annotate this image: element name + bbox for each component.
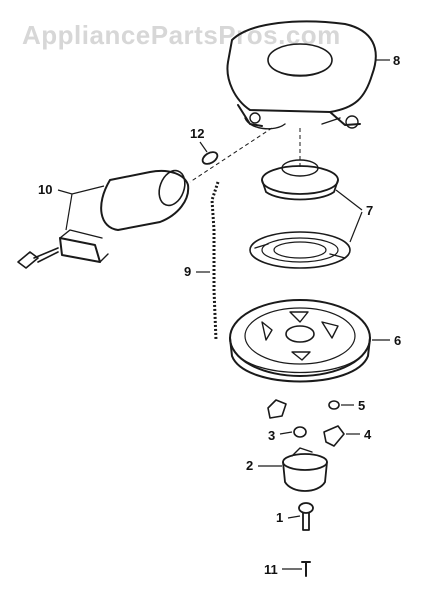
svg-text:10: 10	[38, 182, 52, 197]
callout-9: 9	[184, 264, 210, 279]
svg-text:3: 3	[268, 428, 275, 443]
watermark-text: AppliancePartsPros.com	[22, 20, 341, 50]
callout-3: 3	[268, 428, 293, 443]
part-8-starter-housing	[226, 20, 377, 130]
part-6-rope-pulley	[229, 299, 371, 383]
callout-4: 4	[346, 427, 372, 442]
part-5-washer	[328, 400, 340, 410]
callout-5: 5	[341, 398, 365, 413]
part-12-bushing	[201, 151, 219, 165]
part-3-retainer	[293, 426, 307, 438]
callout-2: 2	[246, 458, 282, 473]
callout-12: 12	[190, 126, 208, 153]
assembly-axis-lines	[189, 127, 301, 183]
callout-1: 1	[276, 510, 301, 525]
svg-text:7: 7	[366, 203, 373, 218]
callout-7: 7	[335, 189, 373, 243]
svg-text:9: 9	[184, 264, 191, 279]
callout-6: 6	[372, 333, 401, 348]
svg-text:5: 5	[358, 398, 365, 413]
part-7-recoil-spring	[249, 231, 351, 269]
part-9-starter-rope	[210, 181, 220, 341]
svg-text:1: 1	[276, 510, 283, 525]
part-pawl-left	[267, 399, 287, 419]
svg-text:8: 8	[393, 53, 400, 68]
callout-11: 11	[264, 562, 302, 577]
part-10-handle-assembly	[59, 169, 190, 263]
callout-10: 10	[38, 182, 105, 231]
svg-text:6: 6	[394, 333, 401, 348]
part-10-screw	[17, 247, 59, 269]
part-4-pawl	[323, 425, 345, 447]
part-1-screw	[298, 502, 314, 531]
svg-text:11: 11	[264, 562, 278, 577]
svg-text:12: 12	[190, 126, 204, 141]
svg-text:4: 4	[364, 427, 372, 442]
callout-8: 8	[375, 53, 400, 68]
part-2-hub	[282, 447, 328, 492]
part-11-pin	[301, 561, 311, 577]
part-7-spring-cup	[261, 159, 339, 201]
svg-text:2: 2	[246, 458, 253, 473]
